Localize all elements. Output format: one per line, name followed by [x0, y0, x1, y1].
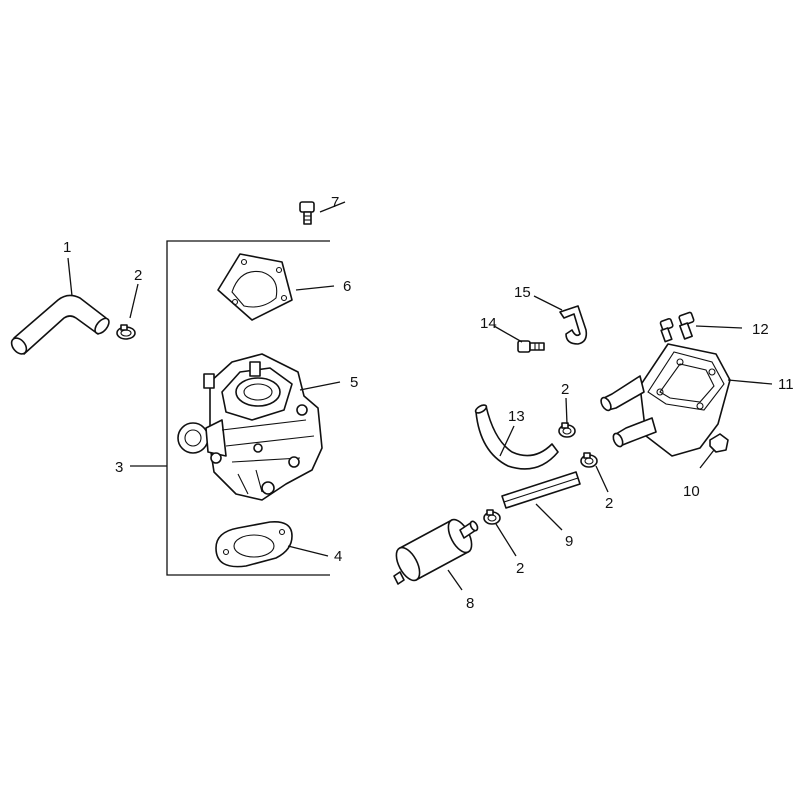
hose-clamp-left: [116, 324, 136, 340]
callout-2-lower: 2: [516, 560, 524, 577]
callout-1: 1: [63, 239, 71, 256]
assembly-bracket: [130, 240, 330, 576]
callout-5: 5: [350, 374, 358, 391]
callout-13: 13: [508, 408, 525, 425]
callout-labels: 1 2 3 4 5 6 7 8 9 10 11 12 13 14 15 2 2 …: [63, 194, 794, 612]
hose-clip: [559, 305, 588, 345]
callout-2: 2: [134, 267, 142, 284]
callout-8: 8: [466, 595, 474, 612]
callout-11: 11: [778, 376, 794, 393]
callout-10: 10: [683, 483, 700, 500]
callout-6: 6: [343, 278, 351, 295]
fuel-hose-curved: [474, 404, 559, 470]
screw-small: [517, 340, 545, 353]
hose-clamp-mid-top: [558, 422, 576, 438]
carburetor: [177, 353, 323, 501]
callout-12: 12: [752, 321, 769, 338]
callout-7: 7: [331, 194, 339, 211]
screw-top: [299, 201, 315, 225]
callout-2-right: 2: [605, 495, 613, 512]
callout-2-mid-top: 2: [561, 381, 569, 398]
pump-screws: [659, 311, 695, 343]
hose-clamp-right: [580, 452, 598, 468]
callout-9: 9: [565, 533, 573, 550]
gasket-top: [217, 253, 293, 321]
fuel-hose-elbow: [10, 294, 110, 355]
callout-4: 4: [334, 548, 342, 565]
pump-nut: [709, 433, 729, 453]
callout-3: 3: [115, 459, 123, 476]
fuel-pump: [600, 343, 731, 457]
leader-lines: [67, 201, 773, 591]
callout-15: 15: [514, 284, 531, 301]
fuel-hose-straight: [501, 471, 581, 509]
hose-clamp-lower: [483, 509, 501, 525]
gasket-bottom: [215, 520, 293, 568]
callout-14: 14: [480, 315, 497, 332]
fuel-filter: [393, 518, 479, 585]
